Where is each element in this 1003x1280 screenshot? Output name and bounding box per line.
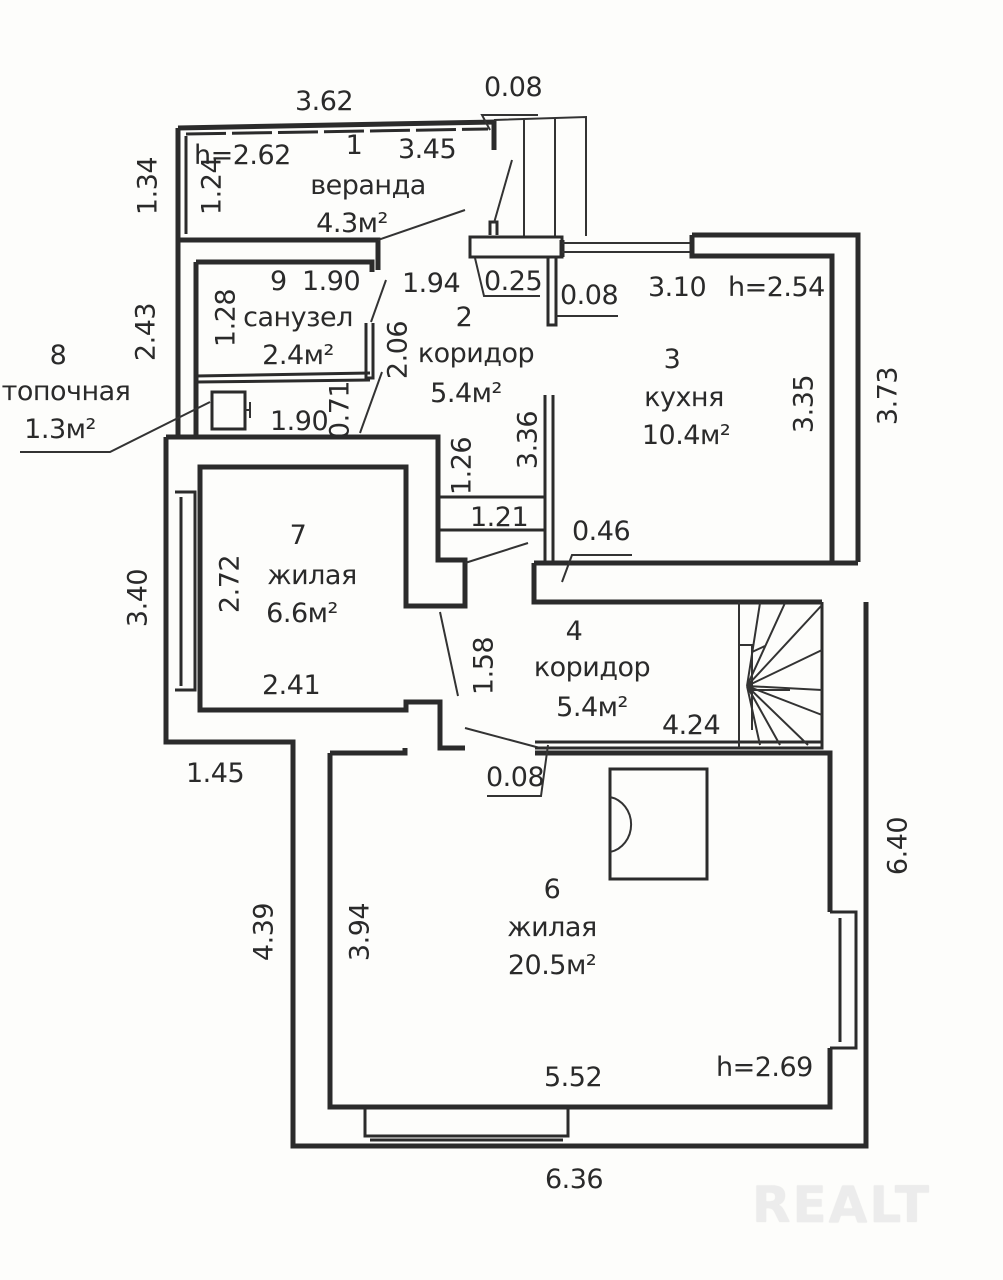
room2-number: 2 xyxy=(455,302,473,333)
room8-area: 1.3м² xyxy=(24,414,96,445)
room3-name: кухня xyxy=(644,382,724,413)
room3-depth: 3.35 xyxy=(788,374,820,434)
room9-number: 9 xyxy=(270,266,287,297)
room3-length: 3.10 xyxy=(648,272,707,303)
note-kitchen-wall: 0.46 xyxy=(572,516,631,547)
room4-passage: 1.58 xyxy=(468,636,500,696)
room1-length: 3.45 xyxy=(398,134,457,165)
note-veranda-wall: 0.08 xyxy=(484,72,543,103)
room1-height: h=2.62 xyxy=(194,140,291,171)
room8-number: 8 xyxy=(49,340,67,371)
room9-depth: 1.28 xyxy=(210,288,242,348)
room9-name: санузел xyxy=(243,302,353,333)
kitchen-walls xyxy=(531,232,861,605)
veranda-walls xyxy=(175,119,497,270)
room7-depth: 2.72 xyxy=(214,554,246,614)
room6-number: 6 xyxy=(543,874,561,905)
room4-length: 4.24 xyxy=(662,710,721,741)
realt-watermark: REALT xyxy=(752,1176,932,1234)
dim-left-veranda: 1.34 xyxy=(132,156,164,216)
dim-left-bath: 2.43 xyxy=(130,302,162,362)
room1-name: веранда xyxy=(310,170,426,201)
room2-depth: 2.06 xyxy=(382,320,414,380)
room8-depth: 0.71 xyxy=(324,380,356,440)
room8-length: 1.90 xyxy=(270,406,329,437)
room7-width: 2.41 xyxy=(262,670,321,701)
room1-depth: 1.24 xyxy=(196,156,228,216)
room7-area: 6.6м² xyxy=(266,598,338,629)
room6-name: жилая xyxy=(507,912,597,943)
room6-width: 5.52 xyxy=(544,1062,603,1093)
room6-height: h=2.69 xyxy=(716,1052,813,1083)
room2-area: 5.4м² xyxy=(430,378,502,409)
dim-bottom-width: 6.36 xyxy=(544,1164,604,1195)
note-room6-partition: 0.08 xyxy=(486,762,545,793)
room4-number: 4 xyxy=(565,616,583,647)
room3-height: h=2.54 xyxy=(728,272,825,303)
room1-number: 1 xyxy=(345,130,363,161)
interior-staircase xyxy=(535,602,824,750)
room3-number: 3 xyxy=(663,344,681,375)
entrance-steps xyxy=(468,115,587,259)
dim-left-room7: 3.40 xyxy=(122,568,154,628)
room2-passage-width: 1.21 xyxy=(470,502,529,533)
note-kitchen-partition: 0.08 xyxy=(560,280,619,311)
room7-name: жилая xyxy=(267,560,357,591)
room7-number: 7 xyxy=(289,520,307,551)
dim-step-width: 1.45 xyxy=(186,758,245,789)
room2-name: коридор xyxy=(417,338,535,369)
room4-area: 5.4м² xyxy=(556,692,628,723)
bathroom-walls xyxy=(20,240,387,453)
room6-walls xyxy=(327,748,858,1142)
room9-area: 2.4м² xyxy=(262,340,334,371)
room8-name: топочная xyxy=(1,376,131,407)
room7-walls xyxy=(163,434,869,1149)
note-stair-landing: 0.25 xyxy=(484,266,543,297)
room9-length: 1.90 xyxy=(302,266,361,297)
room2-wall-length: 3.36 xyxy=(512,410,544,470)
room4-name: коридор xyxy=(533,652,651,683)
dim-right-lower: 6.40 xyxy=(882,816,914,876)
dim-top-width: 3.62 xyxy=(294,86,354,117)
dim-right-upper: 3.73 xyxy=(872,366,904,426)
dim-left-room6: 4.39 xyxy=(248,902,280,962)
room6-depth: 3.94 xyxy=(344,902,376,962)
room6-area: 20.5м² xyxy=(507,950,597,981)
room3-area: 10.4м² xyxy=(641,420,731,451)
room1-area: 4.3м² xyxy=(316,208,388,239)
room2-length: 1.94 xyxy=(402,268,461,299)
leader-lines xyxy=(377,114,632,797)
room2-passage-length: 1.26 xyxy=(446,436,478,496)
